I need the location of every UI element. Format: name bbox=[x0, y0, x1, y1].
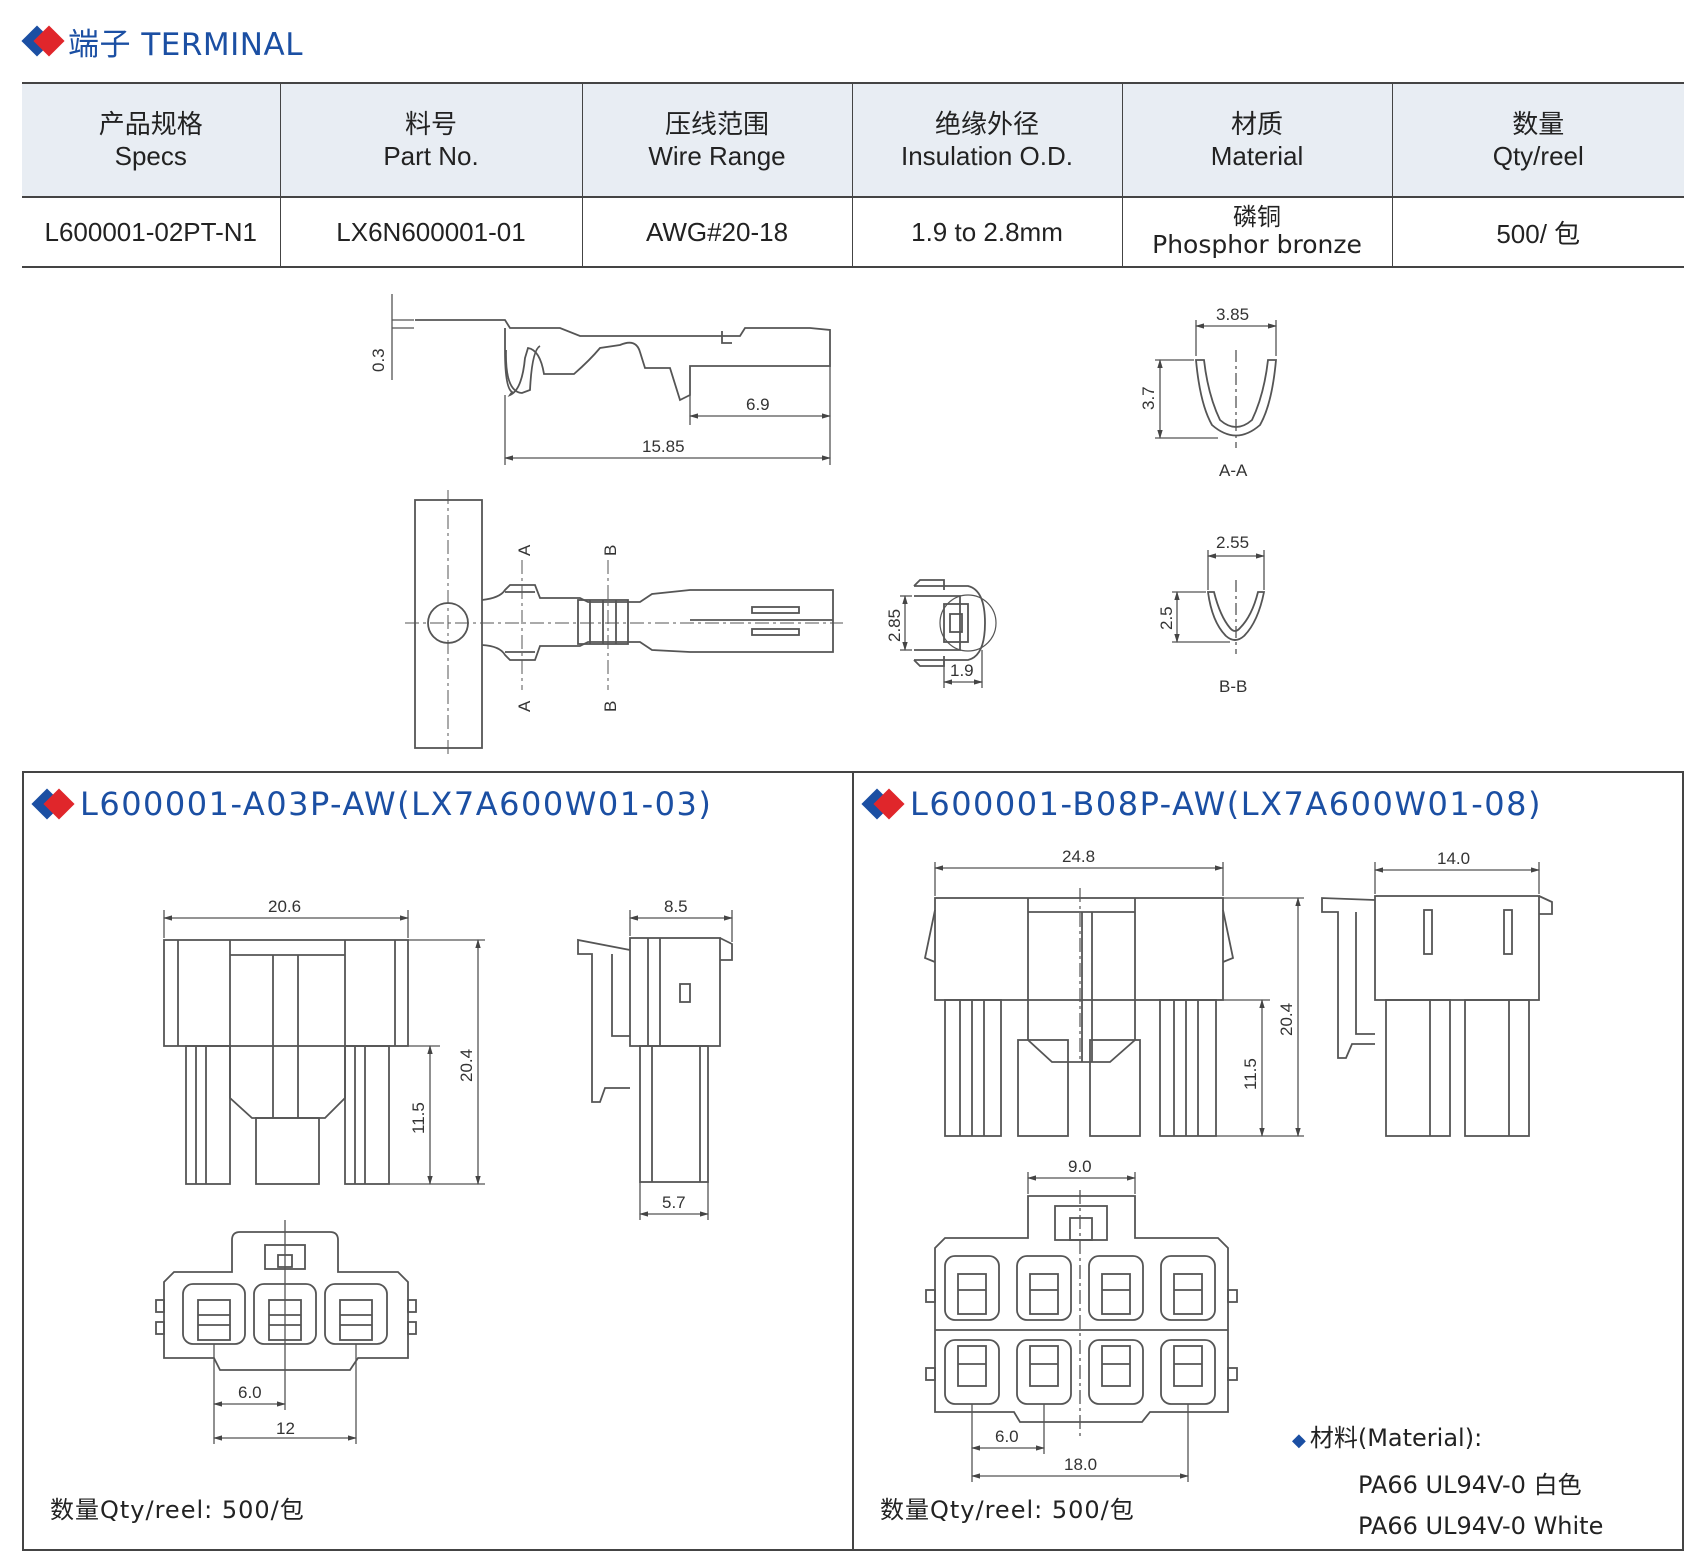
dim-8p-pitch: 6.0 bbox=[995, 1427, 1019, 1446]
dim-3p-side-bottom: 5.7 bbox=[662, 1193, 686, 1212]
housing-8p-front-view bbox=[923, 897, 1235, 1137]
cell-qty: 500/ 包 bbox=[1391, 197, 1684, 267]
dim-8p-side-width: 14.0 bbox=[1437, 849, 1470, 868]
section-marker-b-bottom: B bbox=[601, 701, 620, 712]
dim-3p-pitch: 6.0 bbox=[238, 1383, 262, 1402]
dim-aa-height: 3.7 bbox=[1139, 386, 1158, 410]
section-marker-a-top: A bbox=[515, 544, 534, 556]
housing-8p-side-dims bbox=[1374, 862, 1540, 894]
panel-title: L600001-A03P-AW(LX7A600W01-03) bbox=[31, 785, 712, 823]
dim-3p-side-width: 8.5 bbox=[664, 897, 688, 916]
housing-3p-side-dims bbox=[629, 910, 733, 1220]
dim-end-width: 1.9 bbox=[950, 661, 974, 680]
dim-contact-length: 6.9 bbox=[746, 395, 770, 414]
terminal-side-dims bbox=[391, 294, 831, 465]
terminal-centerlines bbox=[405, 490, 843, 758]
table-row: L600001-02PT-N1 LX6N600001-01 AWG#20-18 … bbox=[22, 197, 1684, 267]
housing-3p-side-view bbox=[577, 937, 733, 1183]
qty-note: 数量Qty/reel: 500/包 bbox=[880, 1496, 1135, 1524]
cell-specs: L600001-02PT-N1 bbox=[22, 197, 281, 267]
dim-8p-lower: 11.5 bbox=[1241, 1058, 1260, 1090]
dim-terminal-length: 15.85 bbox=[642, 437, 685, 456]
housing-8p-cavities bbox=[944, 1255, 1216, 1405]
bullet-diamond-icon: ◆ bbox=[1292, 1430, 1306, 1451]
dim-bb-height: 2.5 bbox=[1157, 606, 1176, 630]
cell-wire-range: AWG#20-18 bbox=[581, 197, 853, 267]
housing-8p-front-dims bbox=[934, 862, 1304, 1137]
housing-3p-panel: L600001-A03P-AW(LX7A600W01-03) 数量Qty/ree… bbox=[22, 771, 854, 1551]
label-section-bb: B-B bbox=[1219, 677, 1247, 696]
qty-note: 数量Qty/reel: 500/包 bbox=[50, 1496, 305, 1524]
housing-8p-panel: L600001-B08P-AW(LX7A600W01-08) 数量Qty/ree… bbox=[852, 771, 1684, 1551]
section-aa-dims bbox=[1155, 320, 1277, 448]
dim-3p-height: 20.4 bbox=[457, 1049, 476, 1082]
housing-3p-front-view bbox=[163, 939, 409, 1185]
material-note: ◆材料(Material): PA66 UL94V-0 白色 PA66 UL94… bbox=[1292, 1424, 1604, 1540]
housing-8p-side-view bbox=[1321, 895, 1553, 1137]
terminal-side-view bbox=[415, 319, 831, 402]
section-aa-view bbox=[1195, 359, 1277, 437]
terminal-top-view bbox=[414, 499, 834, 749]
dim-3p-width: 20.6 bbox=[268, 897, 301, 916]
dim-aa-width: 3.85 bbox=[1216, 305, 1249, 324]
section-title-text: 端子 TERMINAL bbox=[68, 26, 303, 63]
dim-8p-width: 24.8 bbox=[1062, 847, 1095, 866]
housing-8p-face-view bbox=[925, 1195, 1238, 1423]
section-bb-view bbox=[1206, 591, 1266, 641]
section-bb-dims bbox=[1172, 550, 1265, 654]
section-marker-b-top: B bbox=[601, 545, 620, 556]
dim-3p-span: 12 bbox=[276, 1419, 295, 1438]
dim-8p-span: 18.0 bbox=[1064, 1455, 1097, 1474]
cell-insulation: 1.9 to 2.8mm bbox=[851, 197, 1123, 267]
cell-part-no: LX6N600001-01 bbox=[279, 197, 583, 267]
section-title: 端子 TERMINAL bbox=[21, 18, 303, 64]
dim-8p-latch: 9.0 bbox=[1068, 1157, 1092, 1176]
panel-title: L600001-B08P-AW(LX7A600W01-08) bbox=[861, 785, 1542, 823]
housing-3p-face-view bbox=[155, 1231, 417, 1371]
label-section-aa: A-A bbox=[1219, 461, 1248, 480]
section-marker-a-bottom: A bbox=[515, 700, 534, 712]
dim-3p-lower: 11.5 bbox=[409, 1102, 428, 1134]
dim-bb-width: 2.55 bbox=[1216, 533, 1249, 552]
terminal-end-dims bbox=[900, 595, 983, 688]
terminal-end-view bbox=[913, 579, 997, 667]
housing-3p-face-dims bbox=[213, 1220, 357, 1444]
dim-8p-height: 20.4 bbox=[1277, 1003, 1296, 1036]
housing-8p-face-dims bbox=[971, 1172, 1189, 1482]
dim-end-height: 2.85 bbox=[885, 609, 904, 642]
dim-thickness: 0.3 bbox=[369, 348, 388, 372]
housing-3p-front-dims bbox=[163, 910, 485, 1185]
